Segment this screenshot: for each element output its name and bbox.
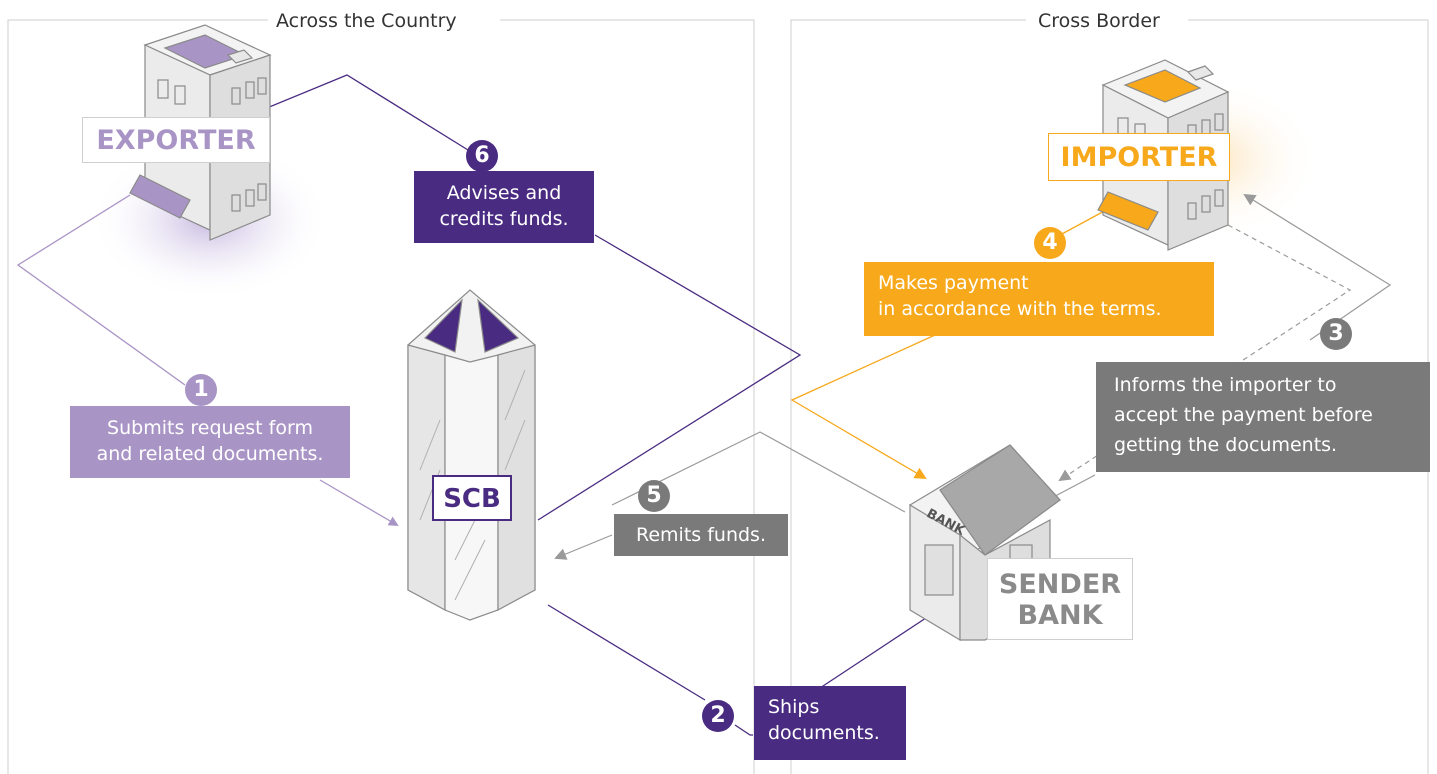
- sender-bank-label: SENDER BANK: [987, 558, 1133, 640]
- section-frame-right: [790, 19, 1429, 774]
- connector-step-4-upper: [1059, 207, 1111, 236]
- scb-crown-right: [477, 298, 520, 353]
- step-1-box: Submits request form and related documen…: [70, 406, 350, 478]
- connector-step-1-arrow: [319, 479, 399, 527]
- step-1-line-1: Submits request form: [107, 417, 313, 439]
- scb-label: SCB: [432, 475, 512, 521]
- step-4-box: Makes payment in accordance with the ter…: [864, 262, 1214, 336]
- connector-step-6: [537, 234, 802, 521]
- connector-step-4: [790, 334, 936, 480]
- section-title-cross-border: Cross Border: [1030, 6, 1168, 36]
- connector-step-2: [547, 604, 706, 701]
- step-3-line-3: getting the documents.: [1114, 434, 1338, 456]
- step-1-number: 1: [185, 374, 217, 406]
- connector-step-2-c: [819, 610, 937, 689]
- step-6-number: 6: [466, 140, 498, 172]
- step-2-line-1: Ships: [768, 696, 820, 718]
- step-6-line-1: Advises and: [446, 182, 562, 204]
- step-3-line-1: Informs the importer to: [1114, 374, 1337, 396]
- exporter-label: EXPORTER: [82, 117, 270, 163]
- sender-bank-building: [909, 444, 1061, 642]
- step-6-box: Advises and credits funds.: [414, 171, 594, 243]
- step-3-box: Informs the importer to accept the payme…: [1096, 362, 1430, 472]
- step-3-number: 3: [1320, 318, 1352, 350]
- step-5-box: Remits funds.: [614, 514, 788, 556]
- step-6-line-2: credits funds.: [439, 208, 569, 230]
- connector-step-5: [611, 431, 906, 513]
- step-2-number: 2: [702, 700, 734, 732]
- exporter-awning: [129, 174, 191, 219]
- bank-roof: [939, 444, 1061, 556]
- connector-step-6-upper: [248, 74, 469, 151]
- sender-bank-label-line1: SENDER: [998, 569, 1122, 600]
- importer-awning: [1097, 191, 1159, 231]
- section-title-across-the-country: Across the Country: [268, 6, 465, 36]
- step-2-line-2: documents.: [768, 722, 880, 744]
- step-4-line-1: Makes payment: [878, 272, 1029, 294]
- step-4-number: 4: [1034, 227, 1066, 259]
- importer-label: IMPORTER: [1048, 133, 1230, 181]
- step-1-line-2: and related documents.: [96, 443, 324, 465]
- connector-step-2-b: [734, 724, 753, 736]
- sender-bank-label-line2: BANK: [1017, 600, 1103, 631]
- scb-tower: [407, 289, 536, 621]
- connector-step-5-arrow: [554, 534, 613, 560]
- importer-roof-panel: [1123, 69, 1202, 103]
- step-5-number: 5: [638, 480, 670, 512]
- step-4-line-2: in accordance with the terms.: [878, 298, 1162, 320]
- step-5-line-1: Remits funds.: [636, 524, 766, 546]
- scb-crown-left: [423, 298, 463, 353]
- step-2-box: Ships documents.: [754, 686, 906, 760]
- step-3-line-2: accept the payment before: [1114, 404, 1373, 426]
- connector-step-1: [16, 194, 186, 386]
